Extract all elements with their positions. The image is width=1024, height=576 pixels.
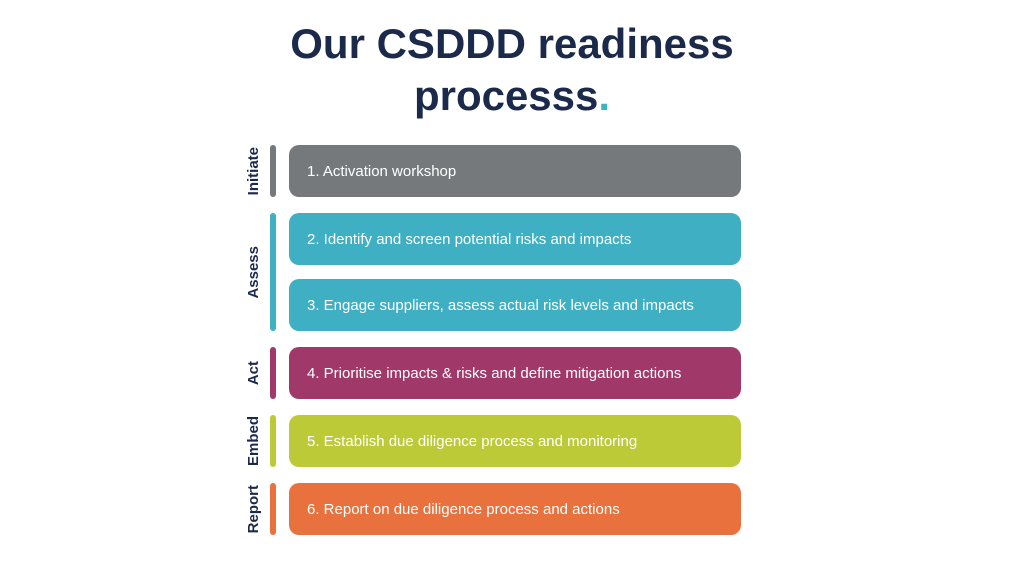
stage-label-report: Report (244, 484, 262, 534)
process-step-2-label: 2. Identify and screen potential risks a… (307, 230, 632, 248)
process-step-4: 4. Prioritise impacts & risks and define… (289, 347, 741, 399)
process-step-5-label: 5. Establish due diligence process and m… (307, 432, 638, 450)
process-group-assess: Assess 2. Identify and screen potential … (236, 213, 741, 331)
process-step-2: 2. Identify and screen potential risks a… (289, 213, 741, 265)
stage-tick-report (270, 483, 276, 535)
stage-label-embed: Embed (244, 415, 262, 466)
title-text: Our CSDDD readiness processs (290, 20, 734, 119)
process-group-initiate: Initiate 1. Activation workshop (236, 145, 741, 197)
process-group-report: Report 6. Report on due diligence proces… (236, 483, 741, 535)
process-step-6-label: 6. Report on due diligence process and a… (307, 500, 620, 518)
stage-steps: 4. Prioritise impacts & risks and define… (289, 347, 741, 399)
process-step-1-label: 1. Activation workshop (307, 162, 457, 180)
stage-label-act: Act (244, 360, 262, 386)
stage-steps: 1. Activation workshop (289, 145, 741, 197)
stage-tick-assess (270, 213, 276, 331)
process-step-4-label: 4. Prioritise impacts & risks and define… (307, 364, 682, 382)
process-group-act: Act 4. Prioritise impacts & risks and de… (236, 347, 741, 399)
process-step-1: 1. Activation workshop (289, 145, 741, 197)
slide-title: Our CSDDD readiness processs. (272, 18, 752, 122)
process-step-3: 3. Engage suppliers, assess actual risk … (289, 279, 741, 331)
process-step-6: 6. Report on due diligence process and a… (289, 483, 741, 535)
title-period: . (598, 72, 611, 119)
stage-steps: 5. Establish due diligence process and m… (289, 415, 741, 467)
stage-tick-embed (270, 415, 276, 467)
stage-steps: 6. Report on due diligence process and a… (289, 483, 741, 535)
stage-steps: 2. Identify and screen potential risks a… (289, 213, 741, 331)
process-group-embed: Embed 5. Establish due diligence process… (236, 415, 741, 467)
process-step-5: 5. Establish due diligence process and m… (289, 415, 741, 467)
stage-tick-act (270, 347, 276, 399)
stage-label-assess: Assess (244, 245, 262, 299)
stage-label-initiate: Initiate (244, 146, 262, 196)
process-step-3-label: 3. Engage suppliers, assess actual risk … (307, 296, 694, 314)
process-diagram: Initiate 1. Activation workshop Assess 2… (236, 145, 741, 535)
stage-tick-initiate (270, 145, 276, 197)
